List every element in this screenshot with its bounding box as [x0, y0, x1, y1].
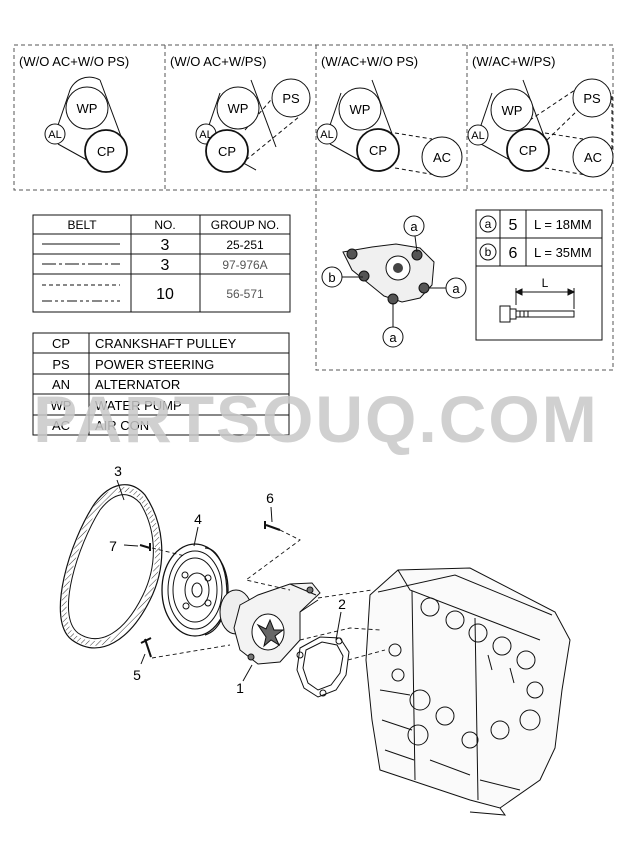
- variant-label-2: (W/O AC+W/PS): [170, 54, 266, 69]
- pulley-cp-3: CP: [356, 128, 400, 172]
- pulley-label: AL: [471, 130, 484, 142]
- part-callout-3: 3: [114, 463, 122, 479]
- bolt-mark: a: [485, 217, 492, 231]
- pulley-label: AL: [48, 129, 61, 141]
- pulley-label: CP: [97, 144, 115, 159]
- abbr-name: ALTERNATOR: [95, 377, 180, 392]
- no-header: NO.: [154, 218, 175, 232]
- bolt-table: a 5 L = 18MM b 6 L = 35MM L: [475, 209, 603, 341]
- pulley-al-4: AL: [467, 124, 489, 146]
- pump-gasket-part: [296, 636, 350, 698]
- pulley-ps-4: PS: [572, 78, 612, 118]
- part-callout-7: 7: [109, 538, 117, 554]
- belt-group-cell: 56-571: [226, 287, 264, 301]
- pulley-label: WP: [77, 101, 98, 116]
- pulley-cp-2: CP: [205, 129, 249, 173]
- pulley-wp-2: WP: [216, 86, 260, 130]
- pulley-ps-2: PS: [271, 78, 311, 118]
- variant-label-3: (W/AC+W/O PS): [321, 54, 418, 69]
- watermark: PARTSOUQ.COM: [33, 382, 598, 456]
- pulley-label: WP: [502, 103, 523, 118]
- abbr-code: WP: [51, 398, 72, 413]
- pulley-label: CP: [519, 143, 537, 158]
- abbr-code: AN: [52, 377, 70, 392]
- bolts-and-leaders: [139, 521, 386, 661]
- bolt-no: 6: [509, 245, 518, 262]
- abbr-code: PS: [52, 357, 70, 372]
- group-header: GROUP NO.: [211, 218, 279, 232]
- pump-callout: a: [410, 219, 418, 234]
- bolt-mark: b: [485, 245, 492, 259]
- abbreviation-table: CP CRANKSHAFT PULLEY PS POWER STEERING A…: [32, 332, 290, 436]
- belt-header: BELT: [67, 218, 97, 232]
- pulley-label: WP: [228, 101, 249, 116]
- pulley-wp-3: WP: [338, 87, 382, 131]
- part-callout-4: 4: [194, 511, 202, 527]
- pump-callout: a: [452, 281, 460, 296]
- pulley-label: CP: [369, 143, 387, 158]
- pulley-al-1: AL: [44, 123, 66, 145]
- bolt-length: L = 18MM: [534, 217, 592, 232]
- pulley-label: AC: [584, 150, 602, 165]
- belt-group-cell: 25-251: [226, 238, 264, 252]
- pulley-cp-1: CP: [84, 129, 128, 173]
- pulley-wp-4: WP: [490, 88, 534, 132]
- crankshaft-pulley-part: [161, 543, 229, 637]
- part-callout-6: 6: [266, 490, 274, 506]
- abbr-name: POWER STEERING: [95, 357, 214, 372]
- bolt-no: 5: [509, 217, 518, 234]
- pulley-cp-4: CP: [506, 128, 550, 172]
- abbr-name: WATER PUMP: [95, 398, 182, 413]
- belt-no-cell: 3: [161, 237, 170, 254]
- pump-mounting-diagram: a a a b: [321, 215, 467, 348]
- water-pump-part: [219, 582, 321, 665]
- pump-callout: a: [389, 330, 397, 345]
- abbr-name: AIR CON: [95, 418, 149, 433]
- part-callout-5: 5: [133, 667, 141, 683]
- bolt-dim-label: L: [542, 276, 549, 290]
- bolt-dimension-drawing: [499, 288, 576, 323]
- variant-label-1: (W/O AC+W/O PS): [19, 54, 129, 69]
- belt-no-cell: 3: [161, 257, 170, 274]
- belt-no-cell: 10: [156, 286, 174, 303]
- part-callout-1: 1: [236, 680, 244, 696]
- pump-callout: b: [328, 270, 335, 285]
- part-callout-2: 2: [338, 596, 346, 612]
- pulley-label: AL: [199, 129, 212, 141]
- belt-group-cell: 97-976A: [222, 258, 267, 272]
- bolt-mark-circle: [479, 215, 497, 233]
- bolt-length: L = 35MM: [534, 245, 592, 260]
- pulley-wp-1: WP: [65, 86, 109, 130]
- belt-table: BELT NO. GROUP NO. 3 25-251 3 97-976A 10…: [32, 214, 291, 313]
- pulley-label: PS: [282, 91, 300, 106]
- pulley-label: PS: [583, 91, 601, 106]
- callout-leaders: [116, 479, 342, 682]
- pulley-al-3: AL: [316, 123, 338, 145]
- engine-block-part: [365, 567, 571, 816]
- abbr-code: AC: [52, 418, 70, 433]
- pulley-label: AC: [433, 150, 451, 165]
- pulley-ac-3: AC: [421, 136, 463, 178]
- bolt-mark-circle: [479, 243, 497, 261]
- pulley-ac-4: AC: [572, 136, 614, 178]
- belt-routing-panel: [13, 44, 614, 371]
- pulley-label: WP: [350, 102, 371, 117]
- pulley-label: CP: [218, 144, 236, 159]
- abbr-code: CP: [52, 336, 70, 351]
- pulley-label: AL: [320, 129, 333, 141]
- variant-label-4: (W/AC+W/PS): [472, 54, 555, 69]
- abbr-name: CRANKSHAFT PULLEY: [95, 336, 237, 351]
- drive-belt: [59, 484, 163, 649]
